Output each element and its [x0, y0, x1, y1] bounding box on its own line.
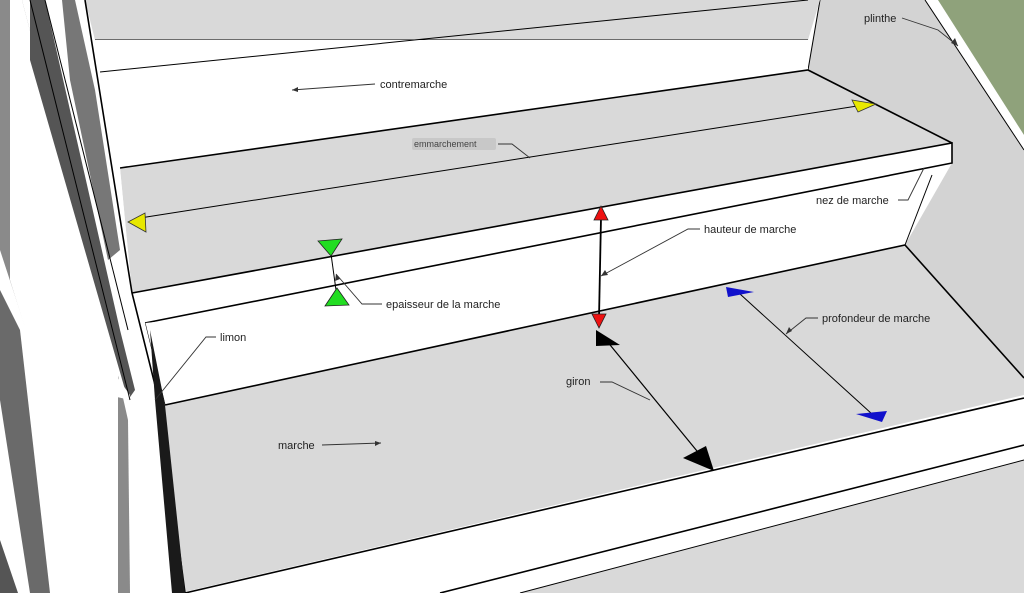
label-nez-de-marche: nez de marche	[816, 195, 889, 207]
tread-bottom	[165, 245, 1024, 593]
label-profondeur: profondeur de marche	[822, 313, 930, 325]
emmarchement-marker-right	[851, 99, 878, 113]
label-hauteur-de-marche: hauteur de marche	[704, 224, 796, 236]
stringer-limon	[55, 0, 180, 593]
leader-lines	[154, 17, 959, 446]
hauteur-dimension-line	[598, 217, 602, 319]
riser-middle	[145, 245, 905, 405]
hauteur-marker-bottom	[591, 313, 607, 329]
label-limon: limon	[220, 332, 246, 344]
emmarchement-dimension-line	[139, 103, 871, 219]
leader-arrowheads	[292, 38, 958, 446]
hauteur-marker-top	[593, 205, 609, 221]
epaisseur-marker-bottom	[324, 287, 350, 307]
giron-marker-top	[596, 330, 620, 346]
emmarchement-marker-left	[127, 212, 147, 233]
grass-area	[938, 0, 1024, 135]
label-emmarchement: emmarchement	[414, 139, 477, 149]
baluster-2	[30, 0, 135, 400]
nosing-bottom	[180, 395, 1024, 593]
profondeur-dimension-line	[739, 293, 873, 415]
epaisseur-dimension-line	[330, 253, 337, 291]
wall-plinthe	[808, 0, 1024, 380]
label-plinthe: plinthe	[864, 13, 896, 25]
baluster-6	[105, 360, 130, 400]
label-giron: giron	[566, 376, 590, 388]
giron-marker-bottom	[683, 446, 714, 471]
label-epaisseur: epaisseur de la marche	[386, 299, 500, 311]
tread-middle	[120, 70, 952, 293]
label-marche: marche	[278, 440, 315, 452]
baluster-1-face	[10, 0, 118, 593]
baluster-5	[0, 540, 18, 593]
profondeur-marker-bottom	[856, 411, 887, 422]
tread-top	[85, 0, 820, 40]
baluster-3	[62, 0, 120, 260]
label-contremarche: contremarche	[380, 79, 447, 91]
label-emmarchement-box	[412, 138, 496, 150]
giron-dimension-line	[605, 339, 707, 463]
riser-contremarche	[95, 40, 808, 168]
profondeur-marker-top	[726, 287, 754, 297]
baluster-4	[0, 290, 50, 593]
epaisseur-marker-top	[317, 238, 343, 257]
